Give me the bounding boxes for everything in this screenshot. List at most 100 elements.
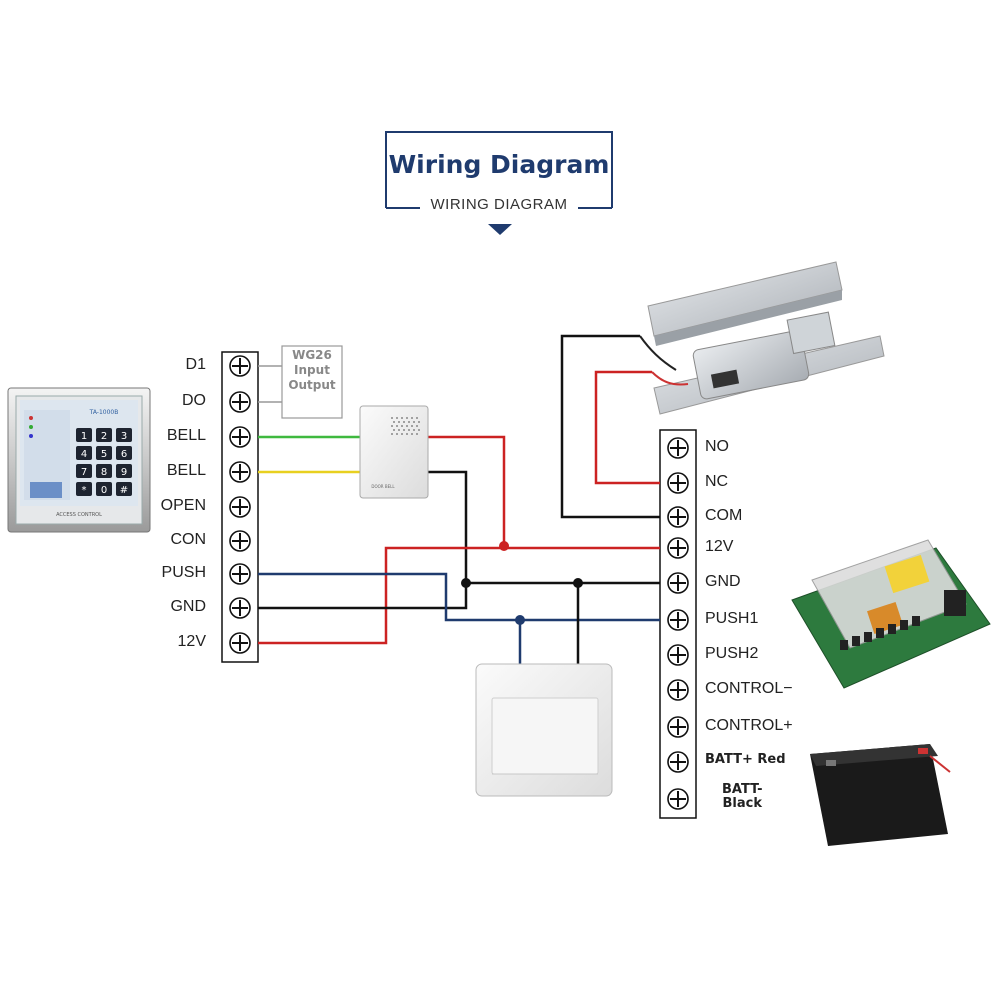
doorbell-speaker-holes <box>391 417 420 435</box>
right-terminal-label: 12V <box>705 538 734 555</box>
keypad-key <box>116 482 132 496</box>
wire-red-doorbell <box>428 435 506 548</box>
right-terminal-label: PUSH2 <box>705 645 759 662</box>
keypad-key-label: 0 <box>101 485 107 496</box>
left-terminal-label: GND <box>170 598 206 615</box>
right-terminal-screws <box>667 437 689 810</box>
left-terminal-screws <box>229 355 251 654</box>
speaker-hole <box>398 429 400 431</box>
speaker-hole <box>396 417 398 419</box>
speaker-hole <box>403 429 405 431</box>
speaker-hole <box>393 421 395 423</box>
keypad-key <box>96 482 112 496</box>
terminal-plus-icon <box>232 358 248 374</box>
keypad-key <box>116 428 132 442</box>
speaker-hole <box>408 421 410 423</box>
keypad-key <box>96 446 112 460</box>
speaker-hole <box>416 417 418 419</box>
terminal-plus-icon <box>670 540 686 556</box>
title-down-arrow-icon <box>488 224 512 235</box>
speaker-hole <box>413 421 415 423</box>
speaker-hole <box>401 425 403 427</box>
wg26-label: WG26 Input Output <box>284 348 340 393</box>
left-terminal-label: OPEN <box>160 497 206 514</box>
wg26-box <box>281 345 343 419</box>
speaker-hole <box>398 421 400 423</box>
title-box: Wiring Diagram WIRING DIAGRAM <box>386 132 612 213</box>
terminal-plus-icon <box>670 475 686 491</box>
title-frame <box>385 131 613 209</box>
terminal-plus-icon <box>670 682 686 698</box>
keypad-key-label: # <box>120 485 128 496</box>
left-terminal-label: 12V <box>177 633 206 650</box>
right-terminal-label: CONTROL+ <box>705 717 793 734</box>
terminal-plus-icon <box>670 612 686 628</box>
keypad-key <box>116 446 132 460</box>
terminal-plus-icon <box>232 499 248 515</box>
keypad-key <box>76 428 92 442</box>
power-supply-device <box>791 539 991 689</box>
terminal-plus-icon <box>232 600 248 616</box>
page-subtitle: WIRING DIAGRAM <box>430 196 568 213</box>
doorbell-text: DOOR BELL <box>371 484 395 489</box>
wire-black-gnd-left <box>258 583 468 610</box>
junction-dot <box>515 615 525 625</box>
keypad-model-text: TA-1000B <box>89 409 119 416</box>
speaker-hole <box>391 425 393 427</box>
keypad-key-label: 9 <box>121 467 127 478</box>
terminal-plus-icon <box>232 533 248 549</box>
junction-dot <box>461 578 471 588</box>
wire-black-lock <box>560 334 660 519</box>
wire-junctions <box>461 541 583 625</box>
speaker-hole <box>401 433 403 435</box>
keypad-key <box>76 482 92 496</box>
speaker-hole <box>408 429 410 431</box>
speaker-hole <box>418 429 420 431</box>
left-terminal-label: BELL <box>166 427 206 444</box>
speaker-hole <box>416 433 418 435</box>
wg26-label-line: Output <box>288 378 336 392</box>
wire-black-doorbell <box>428 470 468 583</box>
keypad-key <box>96 464 112 478</box>
right-terminal-label: GND <box>705 573 741 590</box>
right-terminal-label: BATT- Black <box>722 782 763 811</box>
speaker-hole <box>406 417 408 419</box>
speaker-hole <box>416 425 418 427</box>
wg26-label-line: WG26 <box>292 348 332 362</box>
keypad-key-label: 7 <box>81 467 87 478</box>
speaker-hole <box>403 421 405 423</box>
speaker-hole <box>418 421 420 423</box>
keypad-key <box>76 446 92 460</box>
keypad-key-label: 8 <box>101 467 107 478</box>
speaker-hole <box>413 429 415 431</box>
left-terminal-label: PUSH <box>161 564 206 581</box>
left-terminal-label: D1 <box>185 356 206 373</box>
speaker-hole <box>406 425 408 427</box>
terminal-plus-icon <box>670 791 686 807</box>
junction-dot <box>499 541 509 551</box>
right-terminal-label: COM <box>705 507 743 524</box>
right-terminal-label: PUSH1 <box>705 610 759 627</box>
electric-lock-device <box>639 261 885 415</box>
keypad-key <box>96 428 112 442</box>
speaker-hole <box>401 417 403 419</box>
doorbell-device: DOOR BELL <box>359 405 429 499</box>
terminal-plus-icon <box>232 566 248 582</box>
speaker-hole <box>391 433 393 435</box>
terminal-plus-icon <box>232 635 248 651</box>
junction-dot <box>573 578 583 588</box>
terminal-plus-icon <box>670 647 686 663</box>
terminal-plus-icon <box>232 429 248 445</box>
speaker-hole <box>411 417 413 419</box>
left-terminal-label: CON <box>170 531 206 548</box>
terminal-plus-icon <box>670 509 686 525</box>
page-title: Wiring Diagram <box>388 150 610 179</box>
terminal-plus-icon <box>232 464 248 480</box>
right-terminal-label: BATT+ Red <box>705 752 786 767</box>
speaker-hole <box>396 425 398 427</box>
keypad-key-label: 4 <box>81 449 87 460</box>
speaker-hole <box>411 433 413 435</box>
keypad-key <box>76 464 92 478</box>
